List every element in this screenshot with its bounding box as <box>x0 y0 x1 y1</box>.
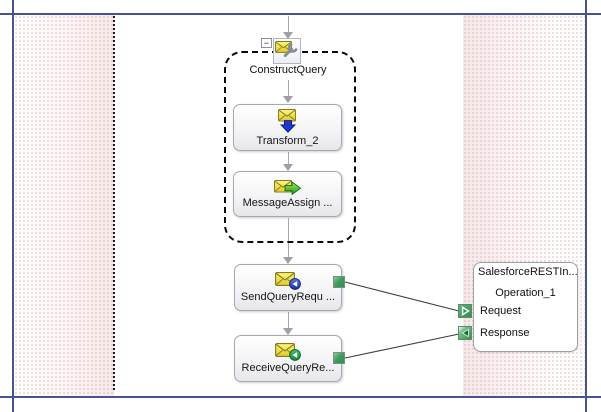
salesforce-port[interactable] <box>473 262 578 352</box>
construct-message-icon <box>275 40 299 62</box>
flow-arrowhead <box>283 164 293 171</box>
receive-shape[interactable]: ReceiveQueryRe... <box>234 335 342 382</box>
page-boundary-left <box>12 0 14 412</box>
request-label[interactable]: Request <box>480 305 521 317</box>
transform-label: Transform_2 <box>256 134 319 147</box>
flow-line <box>288 152 289 164</box>
construct-query-shape[interactable] <box>273 38 301 64</box>
port-title[interactable]: SalesforceRESTIn... <box>478 266 578 278</box>
construct-query-label[interactable]: ConstructQuery <box>249 64 327 76</box>
flow-line <box>288 218 289 257</box>
port-surface-separator <box>113 16 115 392</box>
flow-line <box>288 312 289 328</box>
response-connector-icon[interactable] <box>458 326 472 340</box>
receive-message-icon <box>274 343 302 361</box>
message-assignment-label: MessageAssign ... <box>242 196 333 209</box>
left-port-surface[interactable] <box>14 15 114 396</box>
transform-message-icon <box>277 108 298 134</box>
send-label: SendQueryRequ ... <box>240 291 336 303</box>
flow-line <box>288 80 289 96</box>
send-message-icon <box>274 272 302 290</box>
message-assignment-icon <box>273 179 302 196</box>
flow-arrowhead <box>283 32 293 39</box>
message-assignment-shape[interactable]: MessageAssign ... <box>233 171 342 217</box>
transform-shape[interactable]: Transform_2 <box>233 104 342 151</box>
page-boundary-top <box>0 13 601 15</box>
receive-port-connector[interactable] <box>333 352 345 364</box>
send-shape[interactable]: SendQueryRequ ... <box>234 264 342 311</box>
collapse-minus-glyph: − <box>263 38 270 48</box>
page-boundary-right <box>585 0 587 412</box>
flow-arrowhead <box>283 328 293 335</box>
page-boundary-bottom <box>0 396 601 398</box>
response-label[interactable]: Response <box>480 327 530 339</box>
request-connector-icon[interactable] <box>458 304 472 318</box>
receive-label: ReceiveQueryRe... <box>241 362 335 374</box>
flow-arrowhead <box>283 96 293 103</box>
send-port-connector[interactable] <box>333 276 345 288</box>
flow-line-top <box>288 16 289 32</box>
send-to-request-wire <box>344 281 460 312</box>
receive-to-response-wire <box>344 333 460 359</box>
operation-label[interactable]: Operation_1 <box>495 287 556 299</box>
flow-arrowhead <box>283 257 293 264</box>
collapse-toggle[interactable]: − <box>261 38 272 48</box>
